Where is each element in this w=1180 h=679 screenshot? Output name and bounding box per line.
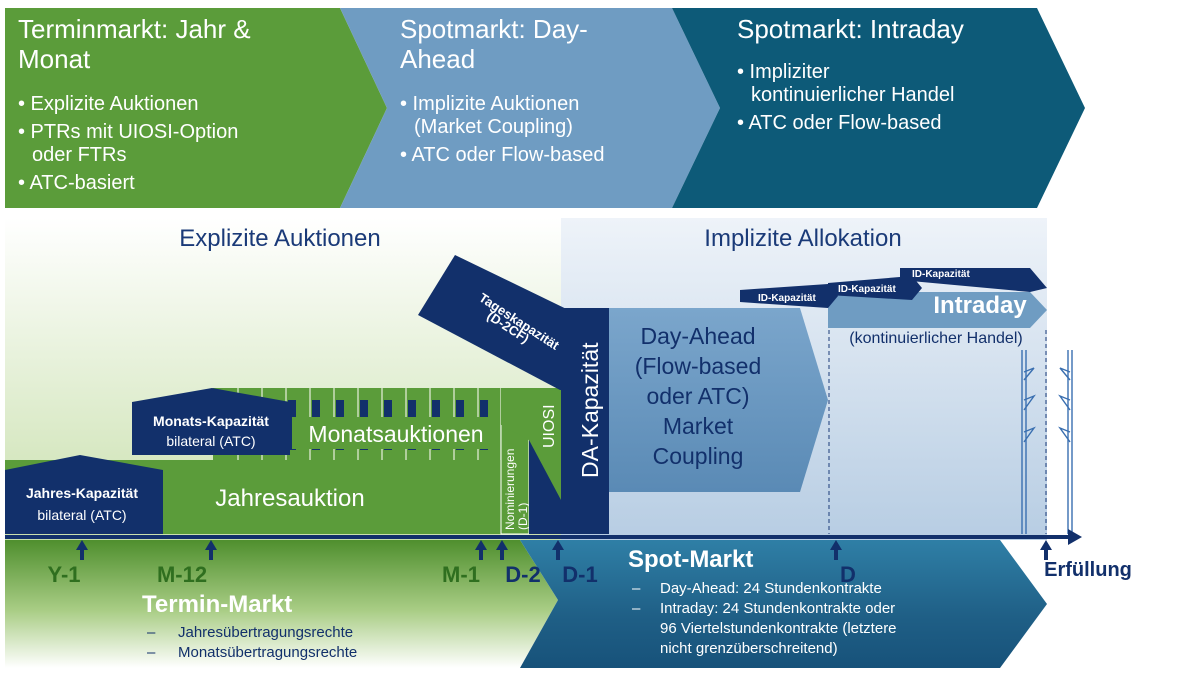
phase-title-line: Spotmarkt: Day- — [400, 14, 588, 44]
timeline-tick-d — [830, 540, 842, 560]
implicit-region-label: Implizite Allokation — [704, 225, 901, 252]
phase-bullet-line: oder FTRs — [32, 144, 126, 166]
spot-item-line: Day-Ahead: 24 Stundenkontrakte — [660, 580, 882, 597]
phase-title-line: Monat — [18, 44, 91, 74]
intraday-label: Intraday — [933, 292, 1027, 319]
spot-item-line: Intraday: 24 Stundenkontrakte oder — [660, 600, 895, 617]
timeline-arrowhead — [1068, 529, 1082, 545]
phase-title-day-ahead: Spotmarkt: Day-Ahead — [400, 14, 588, 74]
monats-kapazitaet-block — [132, 388, 290, 455]
tick-arrow-icon — [205, 540, 217, 560]
phase-title-intraday: Spotmarkt: Intraday — [737, 14, 964, 44]
nominierungen-label: Nominierungen — [503, 449, 517, 530]
intraday-arrow — [828, 292, 1047, 328]
timeline-tick-m-1 — [475, 540, 487, 560]
phase-title-line: Terminmarkt: Jahr & — [18, 14, 251, 44]
timeline-tick-y-1 — [76, 540, 88, 560]
id-kapazitaet-flag-1: ID-Kapazität — [740, 284, 838, 308]
phase-title-termin: Terminmarkt: Jahr &Monat — [18, 14, 251, 74]
termin-item-2: – — [147, 644, 156, 661]
termin-market-title: Termin-Markt — [142, 591, 292, 618]
id-kapazitaet-label-1: ID-Kapazität — [758, 293, 816, 304]
phase-bullets-termin: • Explizite Auktionen • PTRs mit UIOSI-Op… — [18, 93, 238, 194]
monats-kapazitaet-label: Monats-Kapazität — [153, 413, 269, 429]
phase-chevron-termin — [5, 8, 387, 208]
termin-market-band — [5, 540, 558, 668]
tick-arrow-icon — [76, 540, 88, 560]
nominierungen-sub: (D-1) — [516, 503, 530, 530]
timeline-tick-m-12 — [205, 540, 217, 560]
tick-label-d: D — [840, 562, 856, 587]
spot-item-1-text: Day-Ahead: 24 Stundenkontrakte — [660, 580, 882, 597]
phase-bullet-line: • PTRs mit UIOSI-Option — [18, 121, 238, 143]
phase-bullets-day-ahead: • Implizite Auktionen(Market Coupling) • … — [400, 93, 605, 166]
tick-label-d-1: D-1 — [562, 562, 597, 587]
tageskapazitaet-block — [418, 255, 585, 390]
timeline-tick-d-1 — [552, 540, 564, 560]
phase-bullet-line: kontinuierlicher Handel — [751, 84, 954, 106]
termin-item-2-text: Monatsübertragungsrechte — [178, 644, 357, 661]
day-ahead-line: Market — [663, 413, 734, 439]
spot-market-band — [520, 540, 1047, 668]
tick-arrow-icon — [1040, 540, 1052, 560]
phase-bullet-line: • ATC oder Flow-based — [400, 144, 605, 166]
jahresauktion-label: Jahresauktion — [215, 485, 364, 512]
tick-label-y-1: Y-1 — [47, 562, 80, 587]
phase-bullet-line: • Implizite Auktionen — [400, 93, 579, 115]
spot-item-2-text: Intraday: 24 Stundenkontrakte oder 96 Vie… — [660, 600, 897, 657]
spot-market-title: Spot-Markt — [628, 546, 753, 573]
phase-bullet-line: • ATC-basiert — [18, 172, 135, 194]
tick-arrow-icon — [475, 540, 487, 560]
da-kapazitaet-block — [561, 308, 609, 534]
monats-kapazitaet-sub: bilateral (ATC) — [166, 433, 255, 449]
explicit-region-label: Explizite Auktionen — [179, 225, 380, 252]
tick-arrow-icon — [830, 540, 842, 560]
day-ahead-line: Day-Ahead — [640, 323, 755, 349]
spot-item-line: 96 Viertelstundenkontrakte (letztere — [660, 620, 897, 637]
phase-bullet-line: • Explizite Auktionen — [18, 93, 198, 115]
tick-label-m-1: M-1 — [442, 562, 480, 587]
spot-item-dash-1: – — [632, 580, 641, 597]
day-ahead-arrow — [609, 308, 828, 492]
jahres-kapazitaet-sub: bilateral (ATC) — [37, 507, 126, 523]
id-kapazitaet-label-3: ID-Kapazität — [912, 269, 970, 280]
day-ahead-line: (Flow-based — [635, 353, 762, 379]
intraday-sub: (kontinuierlicher Handel) — [849, 330, 1022, 347]
day-ahead-line: Coupling — [653, 443, 744, 469]
spot-item-line: nicht grenzüberschreitend) — [660, 640, 838, 657]
id-kapazitaet-flag-2: ID-Kapazität — [828, 276, 922, 300]
phase-chevron-day-ahead — [340, 8, 720, 208]
day-ahead-line: oder ATC) — [646, 383, 749, 409]
tick-label-m-12: M-12 — [157, 562, 207, 587]
tick-arrow-icon — [496, 540, 508, 560]
jahres-kapazitaet-block — [5, 455, 163, 534]
da-kapazitaet-label: DA-Kapazität — [577, 342, 603, 478]
uiosi-label: UIOSI — [541, 404, 558, 448]
power-pylon-icon — [1021, 350, 1073, 534]
phase-bullet-line: (Market Coupling) — [414, 116, 573, 138]
phase-bullet-line: • Impliziter — [737, 61, 830, 83]
phase-chevron-intraday — [672, 8, 1085, 208]
tick-label-erfuellung: Erfüllung — [1044, 559, 1132, 581]
id-kapazitaet-flag-3: ID-Kapazität — [900, 268, 1047, 292]
tick-label-d-2: D-2 — [505, 562, 540, 587]
termin-item-1-text: Jahresübertragungsrechte — [178, 624, 353, 641]
timeline-tick-erfuellung — [1040, 540, 1052, 560]
termin-item-1: – — [147, 624, 156, 641]
phase-title-line: Ahead — [400, 44, 475, 74]
tick-arrow-icon — [552, 540, 564, 560]
id-kapazitaet-label-2: ID-Kapazität — [838, 284, 896, 295]
monatsauktionen-label-backdrop — [292, 417, 494, 449]
spot-item-dash-2: – — [632, 600, 641, 617]
monatsauktionen-label: Monatsauktionen — [308, 421, 483, 447]
uiosi-green-wedge — [501, 388, 561, 500]
phase-bullet-line: • ATC oder Flow-based — [737, 112, 942, 134]
timeline-tick-d-2 — [496, 540, 508, 560]
jahres-kapazitaet-label: Jahres-Kapazität — [26, 485, 138, 501]
nominierungen-block — [500, 424, 530, 535]
phase-title-line: Spotmarkt: Intraday — [737, 14, 964, 44]
